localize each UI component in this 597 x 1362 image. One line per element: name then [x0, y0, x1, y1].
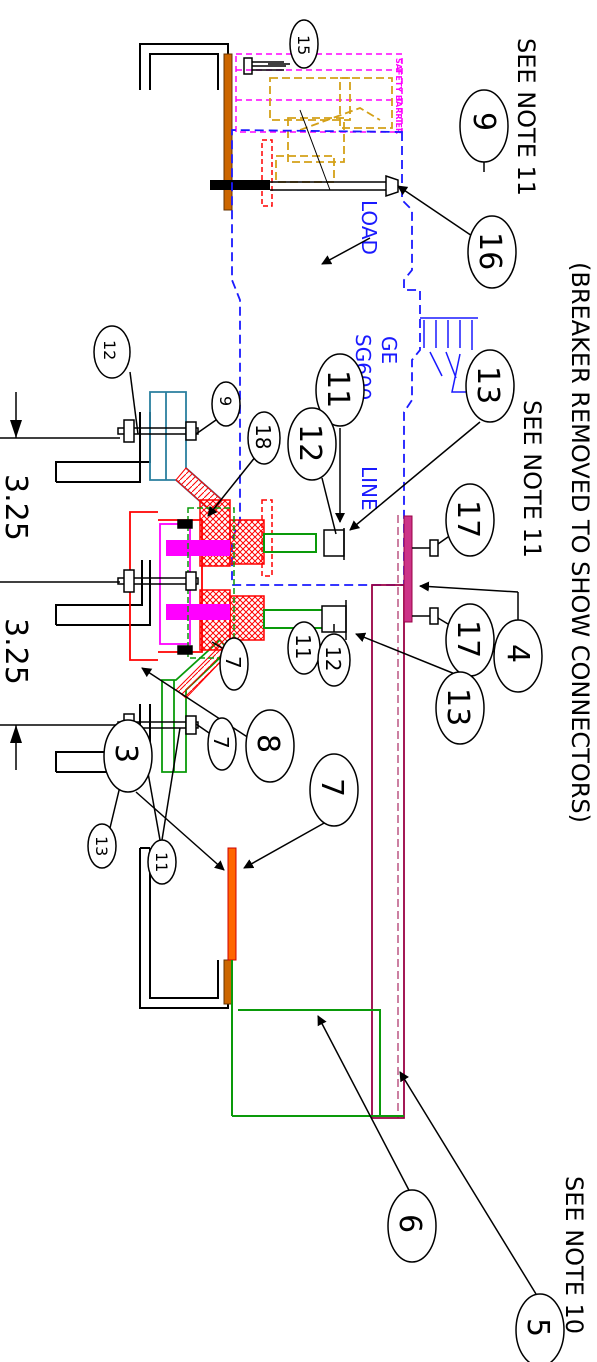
svg-text:12: 12 [292, 424, 327, 462]
svg-text:11: 11 [291, 634, 315, 659]
balloon-5: 5 [515, 1293, 565, 1362]
load-arrow [321, 237, 371, 265]
balloon-12-mid: 12 [287, 407, 337, 481]
svg-text:7: 7 [209, 736, 233, 749]
svg-text:17: 17 [450, 620, 485, 658]
mounting-plate-4 [403, 515, 413, 623]
bus-bolt-middle [117, 569, 199, 593]
svg-text:15: 15 [294, 35, 313, 55]
breaker-make-label: GE [377, 336, 401, 364]
load-label: LOAD [357, 200, 381, 255]
svg-text:13: 13 [440, 688, 475, 726]
screw-17-a [412, 539, 439, 557]
svg-text:3: 3 [108, 744, 143, 763]
svg-text:7: 7 [314, 778, 349, 797]
dimension-lines [0, 392, 120, 770]
svg-text:6: 6 [392, 1214, 427, 1233]
lug-upper [229, 519, 265, 565]
middle-red-spacers [261, 499, 273, 577]
dim-arrow-top [10, 420, 22, 438]
balloon-17-a: 17 [445, 483, 495, 557]
magenta-studs [166, 540, 230, 620]
balloon-11-left: 11 [147, 839, 177, 885]
dimension-2: 3.25 [0, 618, 33, 685]
balloon-7-center: 7 [219, 637, 249, 691]
balloon-13-right: 13 [435, 671, 485, 745]
upper-component-axis [299, 109, 331, 191]
svg-text:13: 13 [92, 836, 111, 856]
svg-text:11: 11 [320, 370, 355, 408]
balloon-13-top: 13 [465, 349, 515, 423]
safety-barrier [235, 53, 403, 133]
svg-text:9: 9 [466, 112, 501, 131]
lower-red-plate [227, 847, 237, 961]
screw-17-b [412, 607, 439, 625]
svg-text:13: 13 [470, 366, 505, 404]
connector-block-upper [199, 499, 231, 567]
upper-component-dashed [269, 77, 393, 183]
balloon-7-big: 7 [309, 753, 359, 827]
svg-text:4: 4 [500, 644, 535, 663]
top-channel-bracket [139, 43, 229, 90]
balloon-12-left: 12 [93, 325, 131, 379]
dim-arrow-bottom [10, 725, 22, 743]
balloon-11-mid: 11 [315, 353, 365, 427]
balloon-11-low: 11 [287, 621, 321, 675]
breaker-outline [231, 129, 421, 586]
balloon-3: 3 [103, 719, 153, 793]
bus-channel-middle [55, 560, 151, 626]
see-note-11-middle: SEE NOTE 11 [518, 400, 546, 558]
small-studs-18 [177, 519, 193, 655]
green-support-6 [231, 960, 404, 1117]
balloon-7-left: 7 [207, 717, 237, 771]
svg-text:12: 12 [321, 646, 345, 671]
svg-text:12: 12 [100, 340, 119, 360]
svg-text:8: 8 [250, 734, 285, 753]
breaker-bolt-line [323, 528, 345, 560]
line-label: LINE [357, 466, 381, 511]
upper-red-spacers [261, 139, 273, 207]
dimension-1: 3.25 [0, 474, 33, 541]
balloon-17-b: 17 [445, 603, 495, 677]
balloon-13-left: 13 [87, 823, 117, 869]
balloon-8: 8 [245, 709, 295, 783]
balloon-9-left: 9 [211, 381, 241, 427]
bolt-16 [210, 174, 399, 198]
right-support-channel [371, 584, 405, 1119]
see-note-10: SEE NOTE 10 [560, 1176, 588, 1334]
balloon-9-top: 9 [459, 89, 509, 163]
balloon-6: 6 [387, 1189, 437, 1263]
svg-text:11: 11 [152, 852, 171, 872]
lower-shelf-plate [223, 959, 233, 1005]
green-spacers [263, 533, 325, 629]
svg-text:7: 7 [221, 656, 245, 669]
bolt-15 [243, 57, 286, 75]
svg-text:18: 18 [251, 424, 275, 449]
see-note-11-top: SEE NOTE 11 [512, 38, 540, 196]
balloon-18: 18 [247, 411, 281, 465]
balloon-12-low: 12 [317, 633, 351, 687]
balloon-4: 4 [493, 619, 543, 693]
svg-text:16: 16 [472, 232, 507, 270]
balloon-16: 16 [467, 215, 517, 289]
balloon-15: 15 [289, 19, 319, 69]
breaker-removed-note: (BREAKER REMOVED TO SHOW CONNECTORS) [566, 262, 594, 823]
breaker-handle-detail [420, 317, 478, 393]
bus-bolt-upper [117, 419, 199, 443]
svg-text:17: 17 [450, 500, 485, 538]
lug-lower [229, 595, 265, 641]
svg-text:9: 9 [216, 396, 235, 406]
safety-barrier-label: SAFETY BARRIER [394, 58, 403, 134]
svg-text:5: 5 [520, 1318, 555, 1337]
